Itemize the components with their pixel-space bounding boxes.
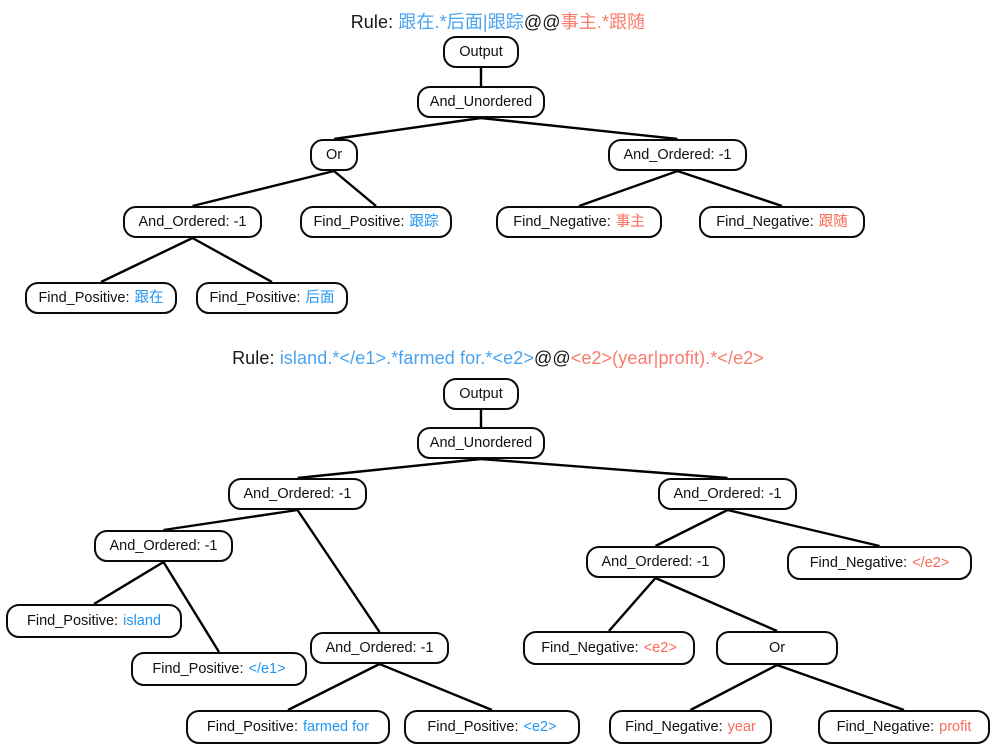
tree-node-label: Find_Positive: (209, 289, 301, 306)
tree-node-label: Find_Positive: (206, 718, 298, 735)
tree-edge (192, 169, 335, 208)
tree-node-n1-or[interactable]: Or (310, 139, 358, 171)
tree-node-label: Output (459, 385, 503, 402)
tree-node-n1-fn-gs[interactable]: Find_Negative:跟随 (699, 206, 865, 238)
tree-node-n2-andun[interactable]: And_Unordered (417, 427, 545, 459)
tree-node-n1-fp-gz[interactable]: Find_Positive:跟踪 (300, 206, 452, 238)
tree-node-n2-or[interactable]: Or (716, 631, 838, 665)
tree-node-label: Or (768, 639, 786, 656)
tree-node-value: 后面 (305, 289, 335, 306)
tree-node-n1-fp-hm[interactable]: Find_Positive:后面 (196, 282, 348, 314)
tree-node-value: </e1> (248, 660, 286, 677)
tree-edge (677, 169, 783, 208)
tree-edge (727, 508, 880, 548)
tree-edge (297, 457, 482, 480)
rule-title-segment: island.*</e1>.*farmed for.*<e2> (279, 348, 534, 368)
rule-title-segment: 跟在.*后面|跟踪 (398, 12, 524, 32)
tree-node-label: Find_Negative: (809, 554, 908, 571)
tree-edge (163, 508, 298, 532)
tree-edge (689, 663, 778, 712)
tree-node-n1-ao-l[interactable]: And_Ordered: -1 (123, 206, 262, 238)
tree-edge (296, 509, 381, 633)
tree-node-label: Find_Negative: (513, 213, 611, 230)
tree-node-label: And_Ordered: -1 (109, 537, 218, 554)
tree-edge (333, 170, 377, 207)
tree-node-n1-ao-r[interactable]: And_Ordered: -1 (608, 139, 747, 171)
tree-node-value: year (727, 718, 756, 735)
tree-edge (480, 116, 678, 141)
tree-node-n1-output[interactable]: Output (443, 36, 519, 68)
tree-node-n2-ao-l1[interactable]: And_Ordered: -1 (228, 478, 367, 510)
tree-node-n2-ao-r1[interactable]: And_Ordered: -1 (658, 478, 797, 510)
tree-edge (776, 663, 905, 712)
tree-node-label: And_Unordered (429, 93, 533, 110)
rule-title-segment: @@ (533, 348, 571, 368)
tree-node-n2-fp-ce1[interactable]: Find_Positive:</e1> (131, 652, 307, 686)
rule-title-segment: Rule: (350, 12, 399, 32)
tree-node-n2-fp-e2[interactable]: Find_Positive:<e2> (404, 710, 580, 744)
tree-node-label: Find_Positive: (27, 612, 119, 629)
tree-node-value: profit (939, 718, 972, 735)
tree-node-label: And_Unordered (429, 434, 533, 451)
tree-node-n2-fn-ce2[interactable]: Find_Negative:</e2> (787, 546, 972, 580)
tree-edge (608, 577, 657, 632)
tree-node-label: And_Ordered: -1 (601, 553, 710, 570)
tree-node-n2-fp-ff[interactable]: Find_Positive:farmed for (186, 710, 390, 744)
tree-node-label: And_Ordered: -1 (243, 485, 352, 502)
tree-node-n1-andun[interactable]: And_Unordered (417, 86, 545, 118)
rule-title-segment: 事主.*跟随 (560, 12, 646, 32)
tree-node-n1-fn-szhu[interactable]: Find_Negative:事主 (496, 206, 662, 238)
tree-node-label: Find_Positive: (427, 718, 519, 735)
tree-node-label: And_Ordered: -1 (325, 639, 434, 656)
tree-node-n2-ao-r2[interactable]: And_Ordered: -1 (586, 546, 725, 578)
tree-node-label: And_Ordered: -1 (623, 146, 732, 163)
tree-node-value: farmed for (302, 718, 370, 735)
rule-title-segment: @@ (523, 12, 561, 32)
tree-node-n2-fn-prof[interactable]: Find_Negative:profit (818, 710, 990, 744)
tree-node-n2-ao-l2[interactable]: And_Ordered: -1 (94, 530, 233, 562)
tree-node-n2-fn-year[interactable]: Find_Negative:year (609, 710, 772, 744)
tree-edge (333, 116, 482, 141)
tree-edge (93, 560, 165, 606)
tree-node-value: </e2> (912, 554, 950, 571)
tree-node-label: Find_Positive: (38, 289, 130, 306)
rule-1-title: Rule: 跟在.*后面|跟踪@@事主.*跟随 (0, 8, 996, 34)
tree-node-label: Find_Negative: (836, 718, 935, 735)
tree-edge (379, 662, 493, 712)
tree-node-value: 跟在 (134, 289, 164, 306)
tree-node-label: Or (325, 146, 343, 163)
tree-node-value: <e2> (643, 639, 677, 656)
rule-2-title: Rule: island.*</e1>.*farmed for.*<e2>@@<… (0, 348, 996, 369)
tree-node-value: 事主 (615, 213, 645, 230)
tree-node-label: Find_Positive: (313, 213, 405, 230)
tree-node-label: Find_Negative: (625, 718, 723, 735)
tree-node-label: Find_Negative: (541, 639, 639, 656)
tree-node-n2-output[interactable]: Output (443, 378, 519, 410)
tree-node-n2-fp-isl[interactable]: Find_Positive:island (6, 604, 182, 638)
tree-node-label: Find_Positive: (152, 660, 244, 677)
rule-title-segment: <e2>(year|profit).*</e2> (570, 348, 764, 368)
tree-node-value: <e2> (523, 718, 557, 735)
tree-node-n2-ao-l3[interactable]: And_Ordered: -1 (310, 632, 449, 664)
tree-edge (191, 236, 273, 284)
tree-edge (655, 576, 778, 633)
tree-node-value: 跟随 (818, 213, 848, 230)
tree-node-value: 跟踪 (409, 213, 439, 230)
rule-title-segment: Rule: (232, 348, 280, 368)
tree-node-label: And_Ordered: -1 (673, 485, 782, 502)
tree-node-label: And_Ordered: -1 (138, 213, 247, 230)
tree-edge (578, 169, 678, 208)
tree-node-value: island (123, 612, 161, 629)
tree-node-label: Output (459, 43, 503, 60)
tree-node-label: Find_Negative: (716, 213, 814, 230)
tree-node-n1-fp-gzai[interactable]: Find_Positive:跟在 (25, 282, 177, 314)
tree-edge (654, 508, 729, 548)
tree-edge (100, 236, 194, 284)
tree-node-n2-fn-e2[interactable]: Find_Negative:<e2> (523, 631, 695, 665)
tree-edge (480, 457, 728, 480)
